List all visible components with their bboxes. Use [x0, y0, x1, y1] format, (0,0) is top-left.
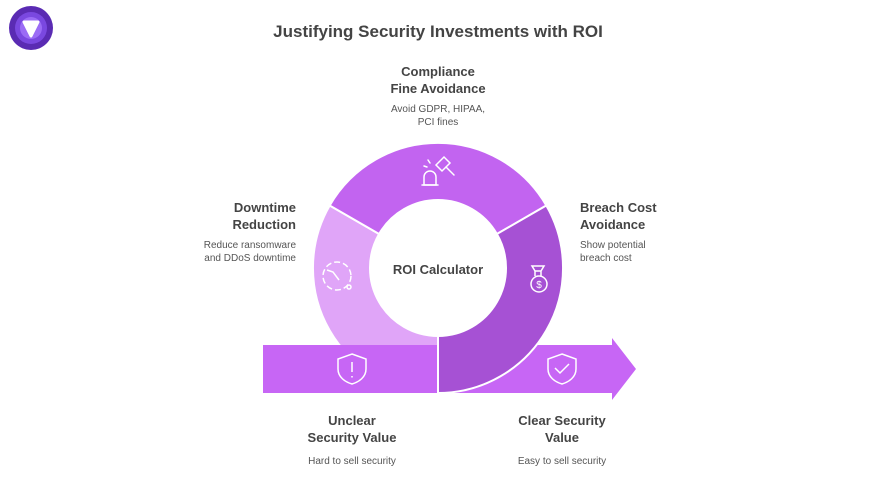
to-label: Clear Security Value Easy to sell securi…: [482, 412, 642, 468]
breach-label: Breach Cost Avoidance Show potential bre…: [580, 199, 740, 265]
clock-icon: [322, 261, 352, 291]
page-title: Justifying Security Investments with ROI: [273, 22, 603, 41]
from-band: [263, 345, 438, 393]
from-title: Unclear: [328, 413, 376, 428]
downtime-desc: Reduce ransomware: [203, 240, 296, 251]
to-desc: Easy to sell security: [517, 456, 607, 467]
compliance-label: Compliance Fine Avoidance Avoid GDPR, HI…: [358, 63, 518, 129]
compliance-desc-2: PCI fines: [417, 117, 459, 128]
breach-title: Breach Cost: [580, 200, 657, 215]
from-label: Unclear Security Value Hard to sell secu…: [272, 412, 432, 468]
breach-title-2: Avoidance: [580, 217, 646, 232]
segment-breach: [437, 204, 565, 395]
from-title-2: Security Value: [307, 430, 397, 445]
breach-desc: Show potential: [580, 240, 646, 251]
to-title: Clear Security: [518, 413, 606, 428]
breach-desc-2: breach cost: [580, 253, 632, 264]
compliance-desc: Avoid GDPR, HIPAA,: [390, 104, 486, 115]
from-desc: Hard to sell security: [308, 456, 396, 467]
compliance-title-2: Fine Avoidance: [390, 81, 486, 96]
gavel-icon: [421, 155, 455, 186]
to-title-2: Value: [545, 430, 579, 445]
downtime-label: Downtime Reduction Reduce ransomware and…: [136, 199, 296, 265]
shield-alert-icon: [337, 353, 367, 385]
downtime-title-2: Reduction: [232, 217, 296, 232]
svg-text:$: $: [536, 280, 542, 291]
center-label: ROI Calculator: [392, 262, 484, 277]
downtime-desc-2: and DDoS downtime: [204, 253, 296, 264]
segment-compliance: [328, 142, 548, 236]
compliance-title: Compliance: [401, 64, 475, 79]
money-bag-icon: $: [530, 265, 548, 293]
downtime-title: Downtime: [233, 200, 296, 215]
logo: [9, 6, 53, 50]
shield-check-icon: [547, 353, 577, 385]
